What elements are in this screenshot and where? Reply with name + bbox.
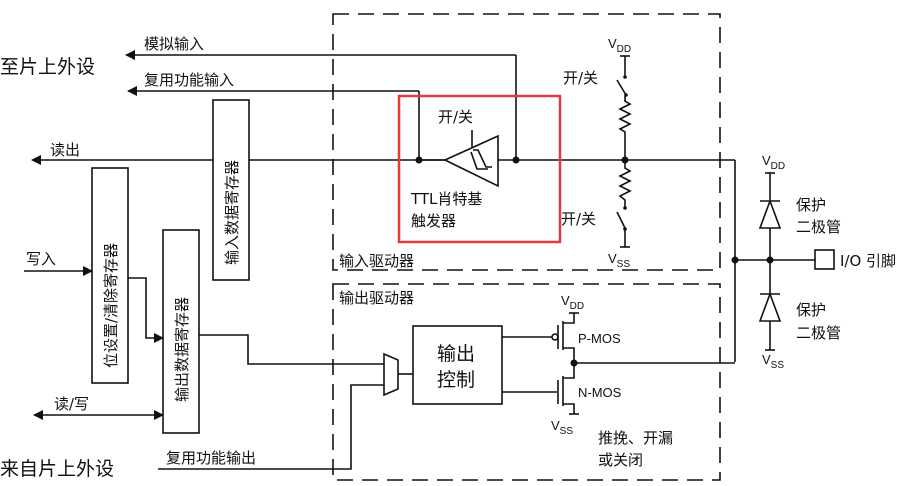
bottom-protection-diode (758, 291, 782, 322)
output-control-line2: 控制 (437, 369, 475, 391)
nmos-vss-label: VSS (551, 418, 573, 437)
analog-input-label: 模拟输入 (144, 35, 204, 53)
schmitt-highlight-box (397, 94, 562, 244)
pull-down-vss-label: VSS (608, 251, 630, 270)
pull-up-resistor (618, 96, 632, 160)
top-diode-label-line2: 二极管 (796, 218, 841, 236)
top-protection-diode (758, 198, 782, 229)
output-data-register-label: 输出数据寄存器 (173, 297, 191, 402)
output-mode-line1: 推挽、开漏 (598, 429, 673, 447)
pmos-vdd-label: VDD (561, 293, 584, 312)
pmos-label: P-MOS (578, 331, 621, 346)
input-data-register-label: 输入数据寄存器 (223, 160, 241, 265)
pull-up-vdd-label: VDD (608, 36, 631, 55)
multiplexer (383, 352, 399, 397)
io-pin-label: I/O 引脚 (840, 252, 896, 270)
schmitt-label-line2: 触发器 (411, 212, 456, 230)
input-driver-box (332, 13, 721, 271)
top-diode-label-line1: 保护 (796, 196, 826, 214)
schmitt-output-node (512, 156, 520, 164)
input-driver-title: 输入驱动器 (339, 252, 414, 270)
output-control-line1: 输出 (437, 343, 475, 365)
read-out-label: 读出 (50, 141, 80, 159)
pull-up-switch-label: 开/关 (563, 69, 598, 87)
input-data-register-box (212, 99, 250, 281)
schmitt-label-line1: TTL肖特基 (410, 190, 482, 208)
diode-vss-label: VSS (762, 352, 784, 371)
pull-down-resistor (618, 160, 632, 207)
bit-set-reset-register-box (91, 167, 129, 384)
read-write-label: 读/写 (54, 395, 89, 413)
alt-func-input-label: 复用功能输入 (144, 71, 234, 89)
bottom-diode-label-line2: 二极管 (796, 324, 841, 342)
output-driver-title: 输出驱动器 (339, 289, 414, 307)
from-peripheral-label: 来自片上外设 (0, 458, 114, 480)
io-pin-square[interactable] (814, 249, 835, 270)
schmitt-trigger-symbol (443, 134, 499, 188)
schmitt-switch-label: 开/关 (438, 108, 473, 126)
nmos-label: N-MOS (578, 385, 622, 400)
output-control-box (412, 325, 503, 405)
alt-func-output-label: 复用功能输出 (166, 449, 256, 467)
bit-set-reset-register-label: 位设置/清除寄存器 (102, 243, 120, 368)
output-data-register-box (162, 229, 200, 434)
write-in-label: 写入 (26, 250, 56, 268)
output-mode-line2: 或关闭 (598, 451, 643, 469)
bottom-diode-label-line1: 保护 (796, 301, 826, 319)
output-driver-box (332, 283, 721, 481)
pull-down-switch-label: 开/关 (561, 210, 596, 228)
diode-vdd-label: VDD (762, 153, 785, 172)
to-peripheral-label: 至片上外设 (0, 56, 95, 78)
